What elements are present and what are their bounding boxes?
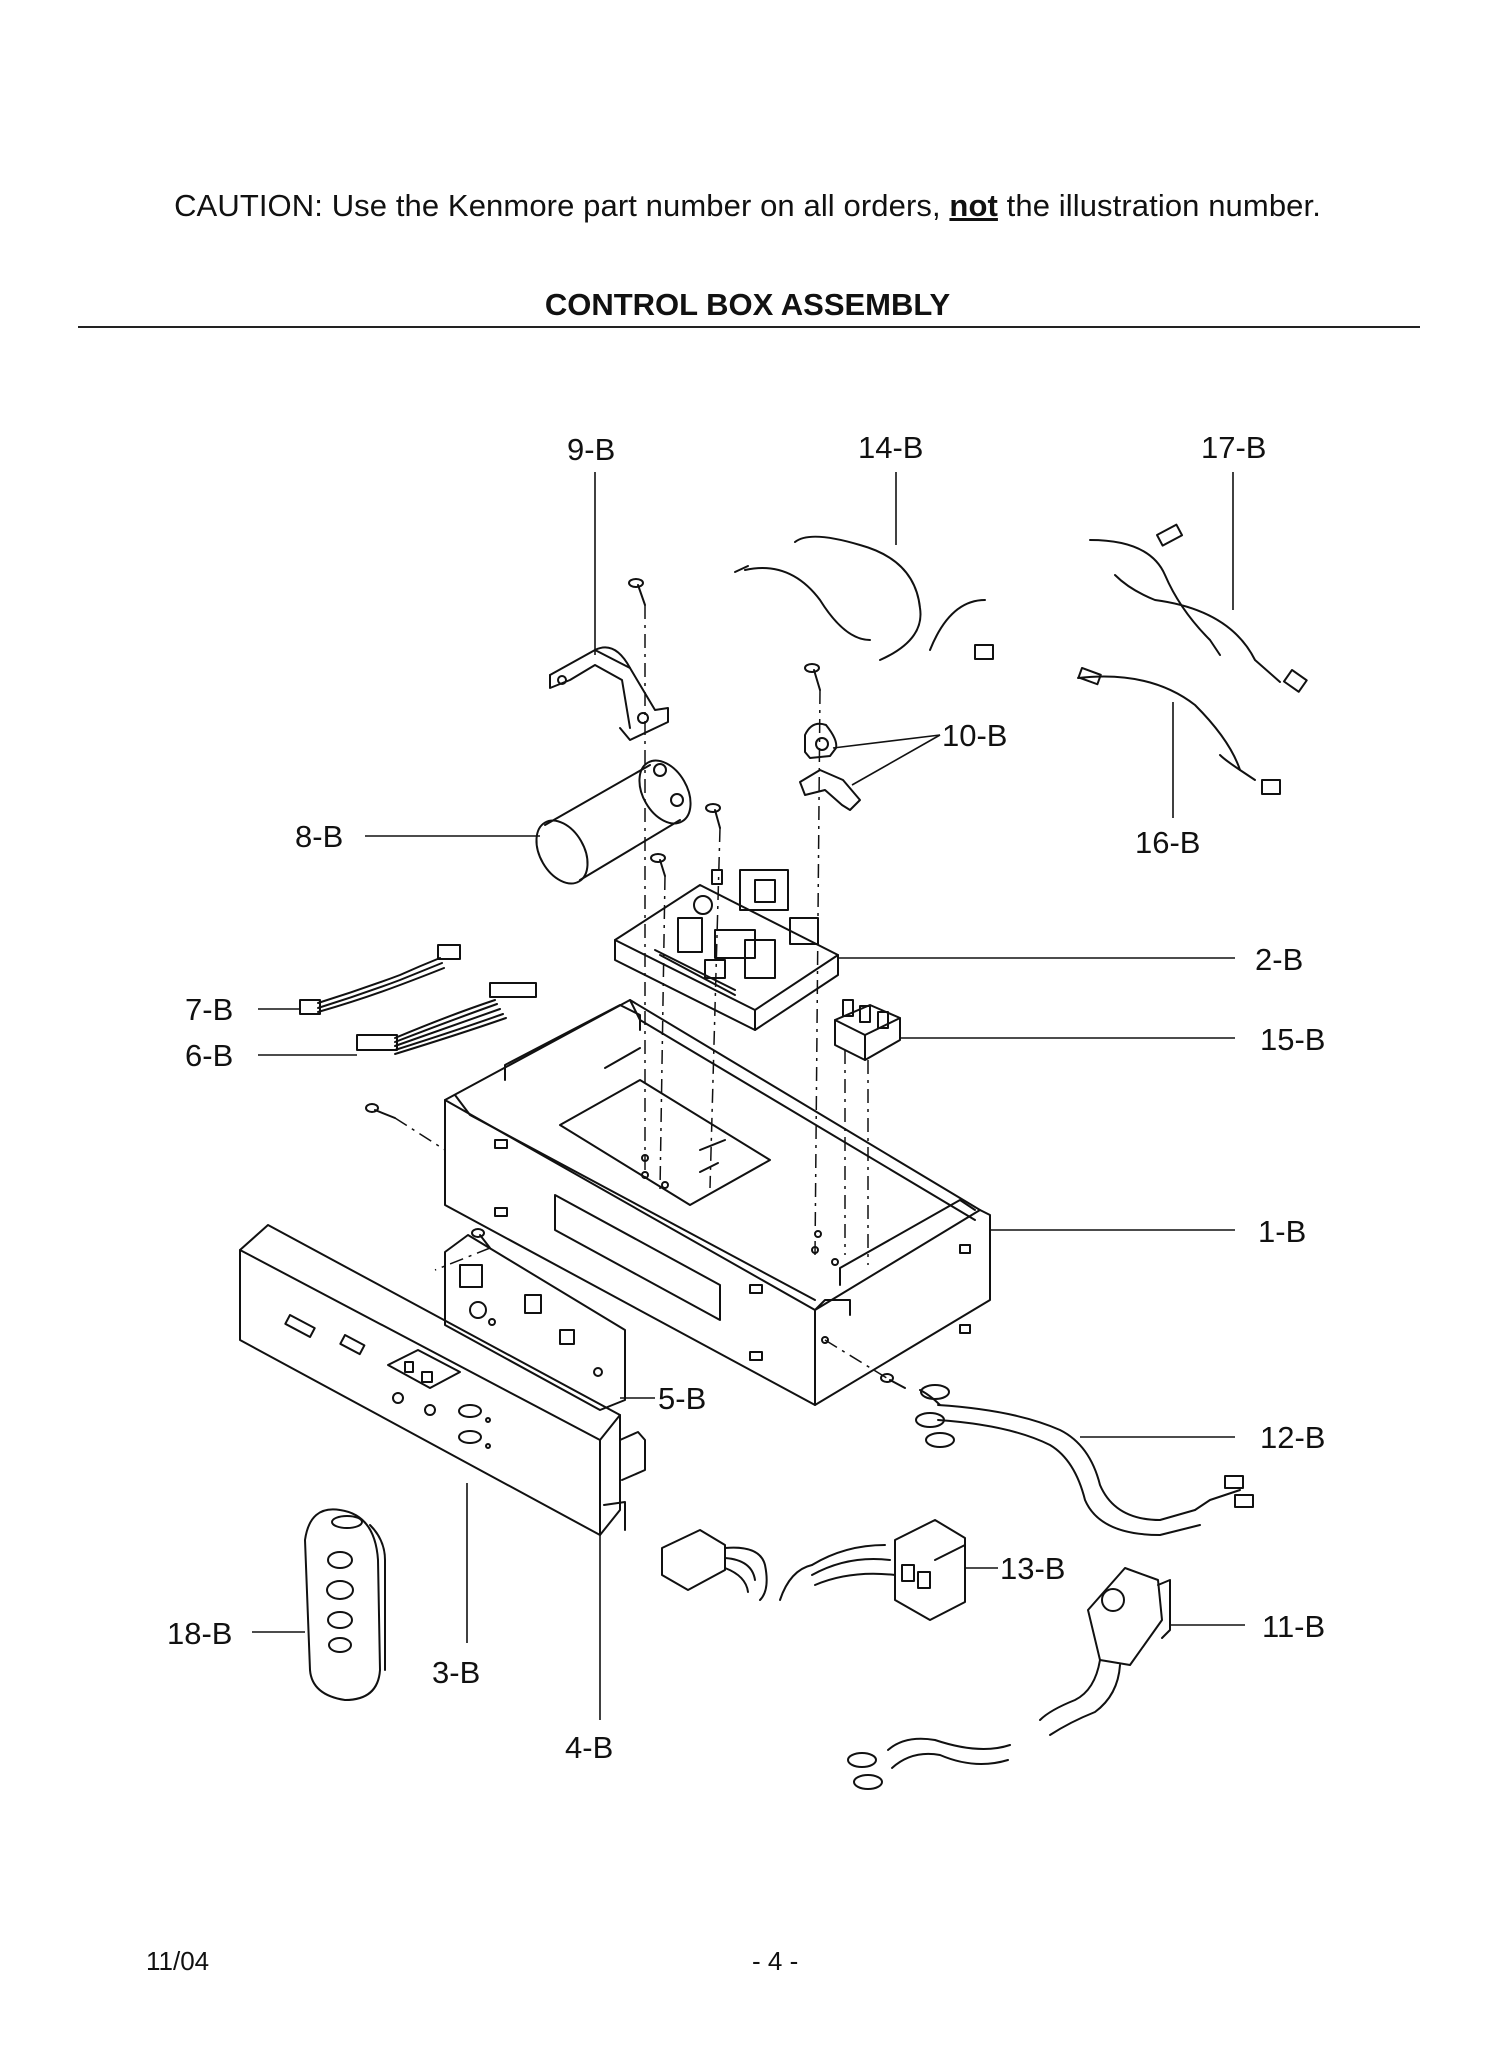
sensor-wire-connectors <box>734 523 1308 795</box>
caution-emphasis: not <box>949 188 998 223</box>
part-labels: 9-B 14-B 17-B 10-B 8-B 16-B 2-B 7-B 6-B … <box>167 430 1325 1765</box>
label-11b: 11-B <box>1262 1609 1325 1644</box>
title-rule <box>78 326 1420 328</box>
caution-prefix: CAUTION: Use the Kenmore part number on … <box>174 188 941 223</box>
label-17b: 17-B <box>1201 430 1266 465</box>
front-control-panel <box>239 1224 646 1536</box>
label-4b: 4-B <box>565 1730 613 1765</box>
label-14b: 14-B <box>858 430 923 465</box>
assembly-dash-lines <box>394 605 891 1381</box>
caution-note: CAUTION: Use the Kenmore part number on … <box>0 188 1495 224</box>
footer-date: 11/04 <box>146 1946 210 1976</box>
label-9b: 9-B <box>567 432 615 467</box>
page-title: CONTROL BOX ASSEMBLY <box>544 287 951 322</box>
display-pcb <box>444 1234 626 1411</box>
capacitor <box>535 759 692 885</box>
label-15b: 15-B <box>1260 1022 1325 1057</box>
main-pcb <box>614 869 839 1031</box>
label-5b: 5-B <box>658 1381 706 1416</box>
control-box-housing <box>444 999 991 1406</box>
power-harness <box>915 1384 1254 1536</box>
label-13b: 13-B <box>1000 1551 1065 1586</box>
label-1b: 1-B <box>1258 1214 1306 1249</box>
page-number: - 4 - <box>752 1946 799 1976</box>
sensor-wires <box>744 535 1281 781</box>
power-plug <box>847 1567 1171 1790</box>
label-18b: 18-B <box>167 1616 232 1651</box>
label-6b: 6-B <box>185 1038 233 1073</box>
label-2b: 2-B <box>1255 942 1303 977</box>
leader-lines <box>252 472 1245 1720</box>
label-3b: 3-B <box>432 1655 480 1690</box>
label-8b: 8-B <box>295 819 343 854</box>
caution-suffix: the illustration number. <box>1006 188 1321 223</box>
label-16b: 16-B <box>1135 825 1200 860</box>
screws <box>365 578 906 1389</box>
wire-clamps <box>799 722 861 811</box>
connector-harness <box>661 1519 966 1621</box>
remote-control <box>304 1508 386 1701</box>
label-12b: 12-B <box>1260 1420 1325 1455</box>
terminal-block <box>834 999 901 1061</box>
capacitor-strap <box>549 646 669 741</box>
label-7b: 7-B <box>185 992 233 1027</box>
ribbon-harnesses <box>299 944 537 1055</box>
label-10b: 10-B <box>942 718 1007 753</box>
